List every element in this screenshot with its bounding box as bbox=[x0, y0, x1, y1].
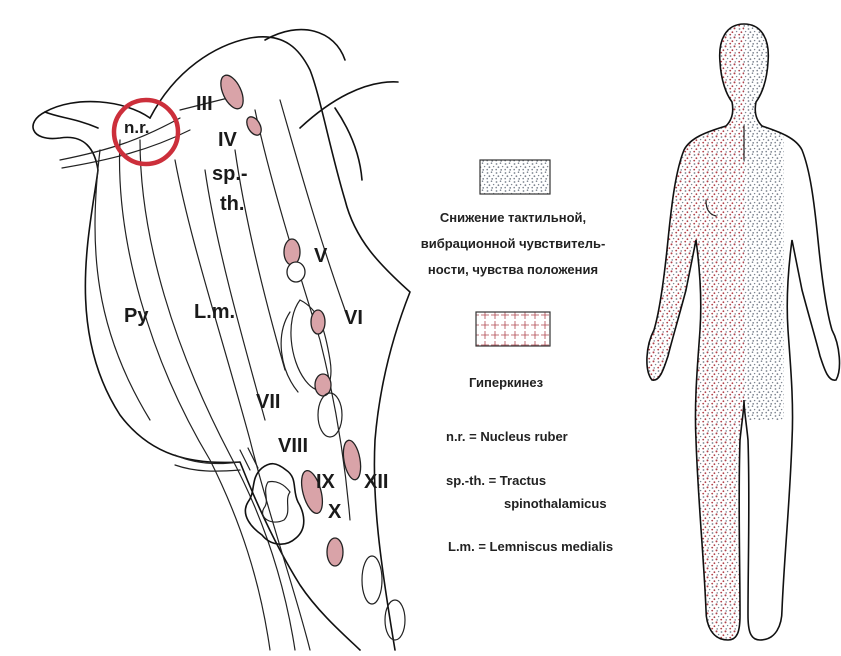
label-Py: Py bbox=[124, 305, 149, 327]
nucleus-XII bbox=[341, 439, 364, 481]
label-X: X bbox=[328, 501, 342, 523]
label-VI: VI bbox=[344, 307, 363, 329]
label-V: V bbox=[314, 245, 328, 267]
label-spth-1: sp.- bbox=[212, 163, 248, 185]
nucleus-III bbox=[216, 72, 248, 112]
label-VIII: VIII bbox=[278, 435, 308, 457]
legend-sensory-line1: Снижение тактильной, bbox=[440, 210, 586, 225]
legend-abbr-lm: L.m. = Lemniscus medialis bbox=[448, 539, 613, 554]
legend-abbr-nr: n.r. = Nucleus ruber bbox=[446, 429, 568, 444]
legend-swatch-stipple bbox=[480, 160, 550, 194]
label-VII: VII bbox=[256, 391, 280, 413]
legend-sensory-line3: ности, чувства положения bbox=[428, 262, 598, 277]
nucleus-V bbox=[284, 239, 300, 265]
legend: Снижение тактильной, вибрационной чувств… bbox=[421, 160, 613, 554]
body-figure bbox=[647, 24, 840, 640]
label-Lm: L.m. bbox=[194, 301, 235, 323]
legend-hyperkinesis: Гиперкинез bbox=[469, 375, 544, 390]
legend-abbr-spth-2: spinothalamicus bbox=[504, 496, 607, 511]
brainstem-section bbox=[33, 30, 410, 650]
legend-abbr-spth-1: sp.-th. = Tractus bbox=[446, 473, 546, 488]
label-nr: n.r. bbox=[124, 118, 150, 137]
label-III: III bbox=[196, 93, 213, 115]
nucleus-VI bbox=[311, 310, 325, 334]
label-spth-2: th. bbox=[220, 193, 244, 215]
label-XII: XII bbox=[364, 471, 388, 493]
legend-swatch-grid bbox=[476, 312, 550, 346]
label-IX: IX bbox=[316, 471, 336, 493]
brainstem-outline bbox=[33, 102, 360, 650]
legend-sensory-line2: вибрационной чувствитель- bbox=[421, 236, 606, 251]
label-IV: IV bbox=[218, 129, 238, 151]
nucleus-IV bbox=[244, 114, 264, 137]
